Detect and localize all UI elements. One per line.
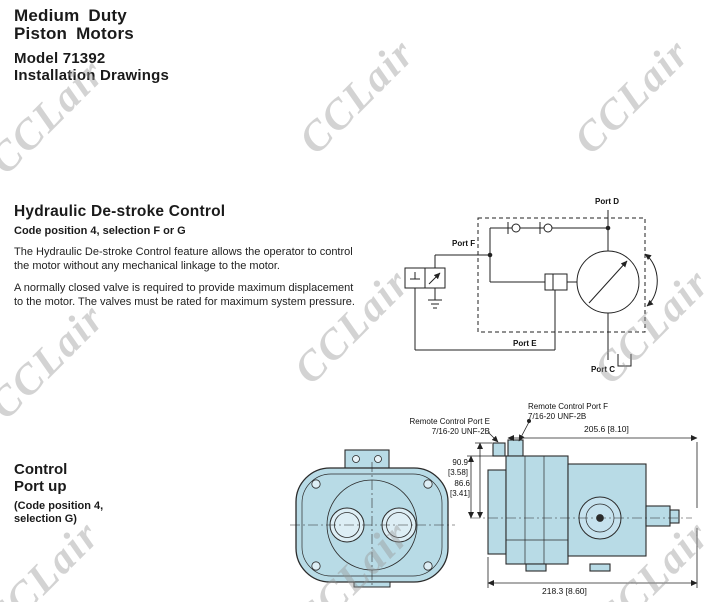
port-c-label: Port C	[591, 365, 615, 374]
watermark: CCLair	[565, 29, 700, 164]
motor-front-view-drawing	[290, 449, 455, 588]
watermark: CCLair	[290, 29, 425, 164]
control-sub-line2: selection G)	[14, 513, 77, 526]
doc-model: Model 71392	[14, 49, 106, 67]
dimension-height-2-in: [3.41]	[449, 488, 470, 498]
remote-port-f-callout: Remote Control Port F 7/16-20 UNF-2B	[528, 402, 618, 421]
control-heading-line1: Control	[14, 461, 68, 478]
remote-port-f-line2: 7/16-20 UNF-2B	[528, 411, 587, 421]
dimension-height-1-mm: 90.9	[452, 458, 468, 467]
schematic-lines	[404, 210, 658, 367]
destroke-paragraph-1: The Hydraulic De-stroke Control feature …	[14, 246, 353, 273]
dimension-height-1: 90.9 [3.58]	[438, 458, 468, 477]
page-header: Medium Duty Piston Motors Model 71392 In…	[14, 6, 170, 84]
side-view-details	[470, 456, 692, 564]
dimension-width-bottom: 218.3 [8.60]	[540, 586, 589, 597]
doc-title-line1: Medium Duty	[14, 6, 127, 25]
remote-port-e-line1: Remote Control Port E	[409, 417, 490, 426]
dimension-height-2-mm: 86.6	[454, 479, 470, 488]
dimension-height-1-in: [3.58]	[447, 467, 468, 477]
front-view-shapes	[290, 449, 455, 588]
side-view-body	[487, 439, 680, 572]
destroke-section: Hydraulic De-stroke Control Code positio…	[14, 203, 364, 309]
doc-subtitle: Installation Drawings	[14, 66, 170, 84]
schematic-labels: Port D Port F Port E Port C	[452, 197, 619, 374]
destroke-subheading: Code position 4, selection F or G	[14, 225, 186, 237]
remote-port-e-line2: 7/16-20 UNF-2B	[431, 426, 490, 436]
motor-side-view-drawing	[467, 418, 698, 588]
dimension-lines	[467, 418, 698, 588]
port-d-label: Port D	[595, 197, 619, 206]
port-e-label: Port E	[513, 339, 537, 348]
watermark: CCLair	[0, 294, 115, 429]
destroke-paragraph-2: A normally closed valve is required to p…	[14, 282, 355, 309]
control-section: Control Port up (Code position 4, select…	[14, 461, 103, 527]
hydraulic-schematic: Port D Port F Port E Port C	[404, 197, 658, 374]
control-sub-line1: (Code position 4,	[14, 499, 104, 512]
destroke-heading: Hydraulic De-stroke Control	[14, 203, 226, 220]
remote-port-f-line1: Remote Control Port F	[528, 402, 609, 411]
dimension-height-2: 86.6 [3.41]	[440, 479, 470, 498]
port-f-label: Port F	[452, 239, 475, 248]
dimension-width-top: 205.6 [8.10]	[584, 424, 629, 434]
remote-port-e-callout: Remote Control Port E 7/16-20 UNF-2B	[406, 417, 490, 436]
doc-title-line2: Piston Motors	[14, 24, 134, 44]
control-heading-line2: Port up	[14, 478, 67, 496]
